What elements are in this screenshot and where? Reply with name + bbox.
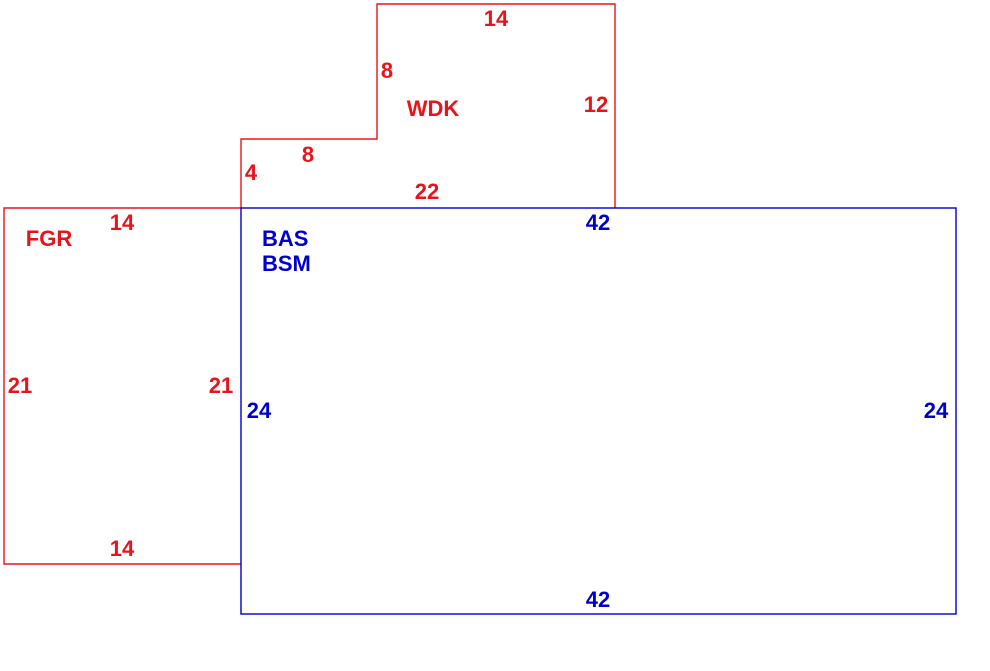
fgr-dim-left: 21 (8, 373, 32, 398)
wdk-dim-left-upper: 8 (381, 58, 393, 83)
wdk-outline (240, 3, 616, 208)
fgr-dim-right: 21 (209, 373, 233, 398)
bsm-area-label: BSM (262, 251, 311, 276)
wdk-dim-bottom: 22 (415, 179, 439, 204)
wdk-area-label: WDK (407, 96, 460, 121)
wdk-dim-left-lower: 4 (245, 160, 258, 185)
wdk-dim-right: 12 (584, 92, 608, 117)
bas-outline (240, 207, 957, 615)
fgr-dim-top: 14 (110, 210, 135, 235)
bas-dim-top: 42 (586, 210, 610, 235)
fgr-dim-bottom: 14 (110, 536, 135, 561)
bas-area-label: BAS (262, 226, 308, 251)
fgr-area-label: FGR (26, 226, 73, 251)
bas-dim-bottom: 42 (586, 587, 610, 612)
bas-dim-right: 24 (924, 398, 949, 423)
fgr-outline (3, 207, 241, 565)
wdk-dim-step: 8 (302, 142, 314, 167)
bas-dim-left: 24 (247, 398, 272, 423)
wdk-dim-top: 14 (484, 6, 509, 31)
